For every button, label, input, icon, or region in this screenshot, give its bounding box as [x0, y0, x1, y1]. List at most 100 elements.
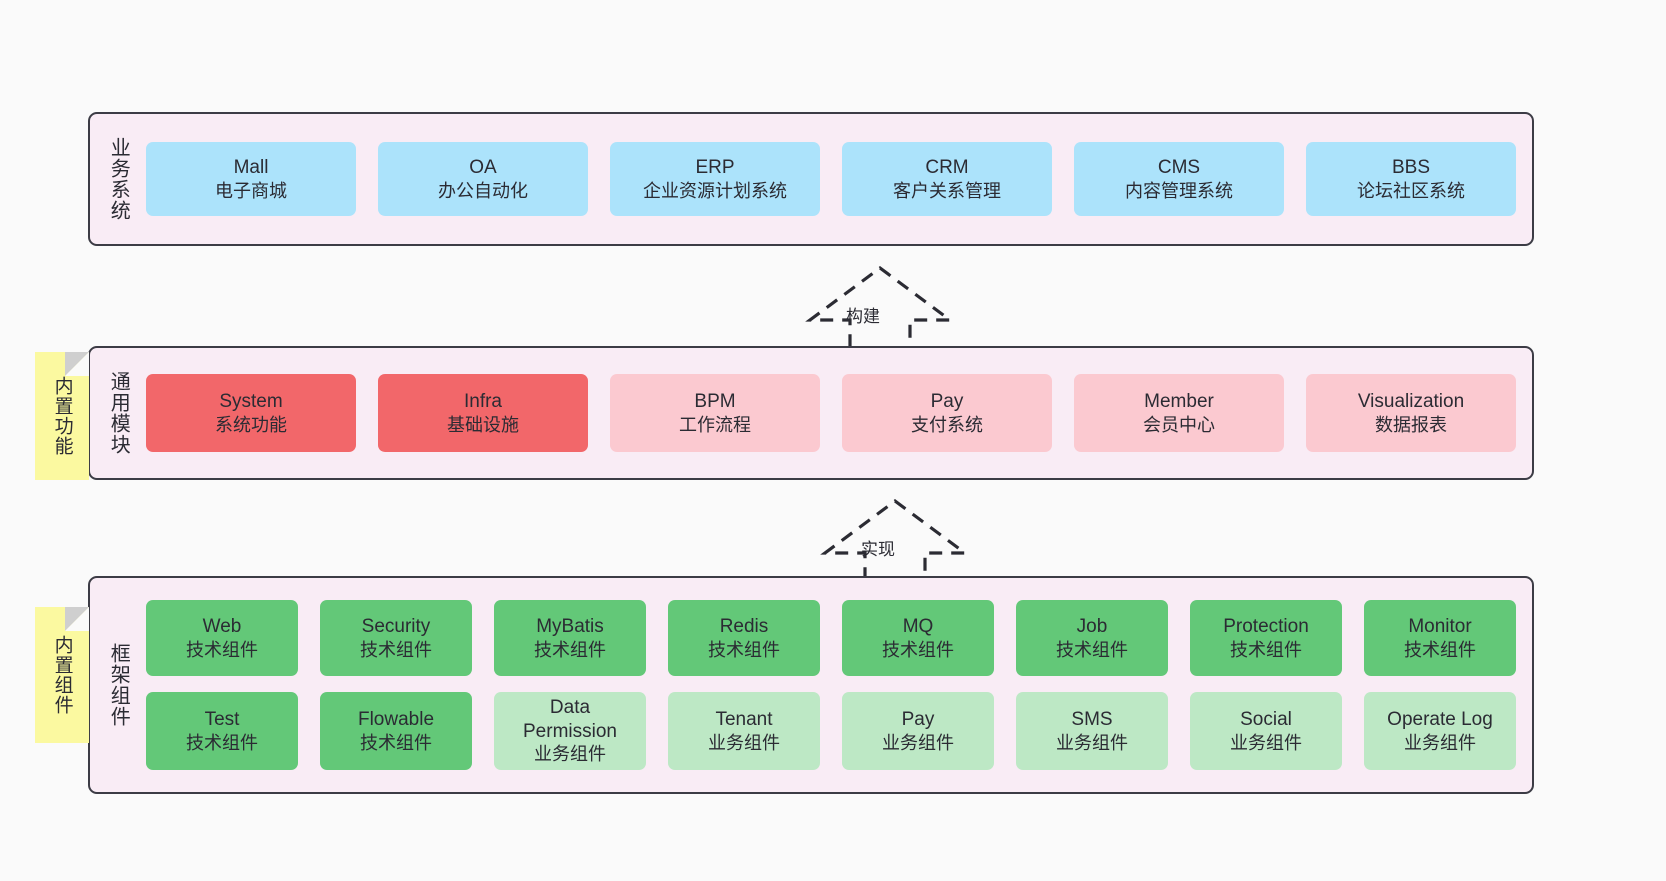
connector-implement: 实现 — [815, 497, 975, 587]
card-subtitle: 技术组件 — [708, 639, 780, 660]
card-title: Member — [1144, 391, 1214, 413]
card-title: Job — [1076, 616, 1108, 638]
card-row: Web 技术组件 Security 技术组件 MyBatis 技术组件 — [146, 600, 1516, 676]
card-redis[interactable]: Redis 技术组件 — [668, 600, 820, 676]
card-title: Redis — [719, 616, 769, 638]
layer-business-system: 业务系统 Mall 电子商城 OA 办公自动化 ERP — [88, 112, 1534, 246]
card-title: BBS — [1391, 157, 1431, 179]
card-title: Visualization — [1357, 391, 1465, 413]
card-erp[interactable]: ERP 企业资源计划系统 — [610, 142, 820, 216]
layer-title-framework: 框架组件 — [107, 643, 130, 727]
connector-build-label: 构建 — [846, 307, 880, 326]
card-pay[interactable]: Pay 支付系统 — [842, 374, 1052, 452]
card-operate-log[interactable]: Operate Log 业务组件 — [1364, 692, 1516, 770]
card-title: Infra — [463, 391, 503, 413]
card-subtitle: 业务组件 — [1404, 732, 1476, 753]
card-sms[interactable]: SMS 业务组件 — [1016, 692, 1168, 770]
card-subtitle: 技术组件 — [360, 639, 432, 660]
card-subtitle: 技术组件 — [360, 732, 432, 753]
card-title: BPM — [694, 391, 736, 413]
card-row: Mall 电子商城 OA 办公自动化 ERP 企业资源计划系统 — [146, 142, 1516, 216]
note-builtin-component: 内置组件 — [35, 607, 89, 743]
card-subtitle: 技术组件 — [534, 639, 606, 660]
card-title: Mall — [233, 157, 269, 179]
card-subtitle: 办公自动化 — [438, 180, 528, 201]
card-subtitle: 内容管理系统 — [1125, 180, 1233, 201]
card-protection[interactable]: Protection 技术组件 — [1190, 600, 1342, 676]
card-mq[interactable]: MQ 技术组件 — [842, 600, 994, 676]
card-mall[interactable]: Mall 电子商城 — [146, 142, 356, 216]
card-subtitle: 电子商城 — [215, 180, 287, 201]
card-monitor[interactable]: Monitor 技术组件 — [1364, 600, 1516, 676]
card-crm[interactable]: CRM 客户关系管理 — [842, 142, 1052, 216]
card-flowable[interactable]: Flowable 技术组件 — [320, 692, 472, 770]
layer-body-common: System 系统功能 Infra 基础设施 BPM 工作流程 — [146, 348, 1532, 478]
card-infra[interactable]: Infra 基础设施 — [378, 374, 588, 452]
card-subtitle: 业务组件 — [1230, 732, 1302, 753]
card-subtitle: 业务组件 — [1056, 732, 1128, 753]
card-subtitle: 业务组件 — [882, 732, 954, 753]
card-title: OA — [469, 157, 497, 179]
note-builtin-function: 内置功能 — [35, 352, 89, 480]
card-subtitle: 技术组件 — [186, 639, 258, 660]
card-social[interactable]: Social 业务组件 — [1190, 692, 1342, 770]
note-label: 内置功能 — [51, 376, 73, 456]
card-title: Pay — [901, 709, 935, 731]
card-subtitle: 会员中心 — [1143, 414, 1215, 435]
card-title: Pay — [930, 391, 964, 413]
layer-framework-component: 框架组件 Web 技术组件 Security 技术组件 — [88, 576, 1534, 794]
card-tenant[interactable]: Tenant 业务组件 — [668, 692, 820, 770]
card-row: System 系统功能 Infra 基础设施 BPM 工作流程 — [146, 374, 1516, 452]
connector-implement-label: 实现 — [861, 540, 895, 559]
card-subtitle: 技术组件 — [1056, 639, 1128, 660]
layer-body-business: Mall 电子商城 OA 办公自动化 ERP 企业资源计划系统 — [146, 114, 1532, 244]
card-web[interactable]: Web 技术组件 — [146, 600, 298, 676]
card-title: ERP — [695, 157, 735, 179]
card-subtitle: 企业资源计划系统 — [643, 180, 787, 201]
card-title: MQ — [902, 616, 934, 638]
card-title: Social — [1240, 709, 1292, 731]
note-label: 内置组件 — [51, 635, 73, 715]
card-subtitle: 支付系统 — [911, 414, 983, 435]
card-title: Data Permission — [523, 697, 617, 742]
card-mybatis[interactable]: MyBatis 技术组件 — [494, 600, 646, 676]
card-subtitle: 技术组件 — [882, 639, 954, 660]
card-title: Monitor — [1408, 616, 1472, 638]
card-title: Web — [202, 616, 242, 638]
card-system[interactable]: System 系统功能 — [146, 374, 356, 452]
card-title: SMS — [1071, 709, 1113, 731]
card-title: Operate Log — [1387, 709, 1493, 731]
card-oa[interactable]: OA 办公自动化 — [378, 142, 588, 216]
card-bbs[interactable]: BBS 论坛社区系统 — [1306, 142, 1516, 216]
card-title: Tenant — [715, 709, 773, 731]
layer-common-module: 通用模块 System 系统功能 Infra 基础设施 — [88, 346, 1534, 480]
card-row: Test 技术组件 Flowable 技术组件 Data Permission … — [146, 692, 1516, 770]
card-title: CRM — [925, 157, 969, 179]
card-title: Flowable — [357, 709, 435, 731]
card-subtitle: 数据报表 — [1375, 414, 1447, 435]
card-title: Protection — [1223, 616, 1309, 638]
card-subtitle: 技术组件 — [186, 732, 258, 753]
card-member[interactable]: Member 会员中心 — [1074, 374, 1284, 452]
card-subtitle: 技术组件 — [1404, 639, 1476, 660]
card-title: System — [219, 391, 283, 413]
layer-title-business: 业务系统 — [107, 137, 130, 221]
card-cms[interactable]: CMS 内容管理系统 — [1074, 142, 1284, 216]
card-subtitle: 客户关系管理 — [893, 180, 1001, 201]
card-job[interactable]: Job 技术组件 — [1016, 600, 1168, 676]
card-bpm[interactable]: BPM 工作流程 — [610, 374, 820, 452]
card-subtitle: 技术组件 — [1230, 639, 1302, 660]
card-data-permission[interactable]: Data Permission 业务组件 — [494, 692, 646, 770]
layer-title-common: 通用模块 — [107, 371, 130, 455]
card-title: Test — [204, 709, 240, 731]
card-title: Security — [361, 616, 431, 638]
layer-body-framework: Web 技术组件 Security 技术组件 MyBatis 技术组件 — [146, 578, 1532, 792]
card-subtitle: 基础设施 — [447, 414, 519, 435]
card-subtitle: 论坛社区系统 — [1357, 180, 1465, 201]
card-visualization[interactable]: Visualization 数据报表 — [1306, 374, 1516, 452]
card-test[interactable]: Test 技术组件 — [146, 692, 298, 770]
card-title: MyBatis — [536, 616, 604, 638]
card-security[interactable]: Security 技术组件 — [320, 600, 472, 676]
card-pay-component[interactable]: Pay 业务组件 — [842, 692, 994, 770]
